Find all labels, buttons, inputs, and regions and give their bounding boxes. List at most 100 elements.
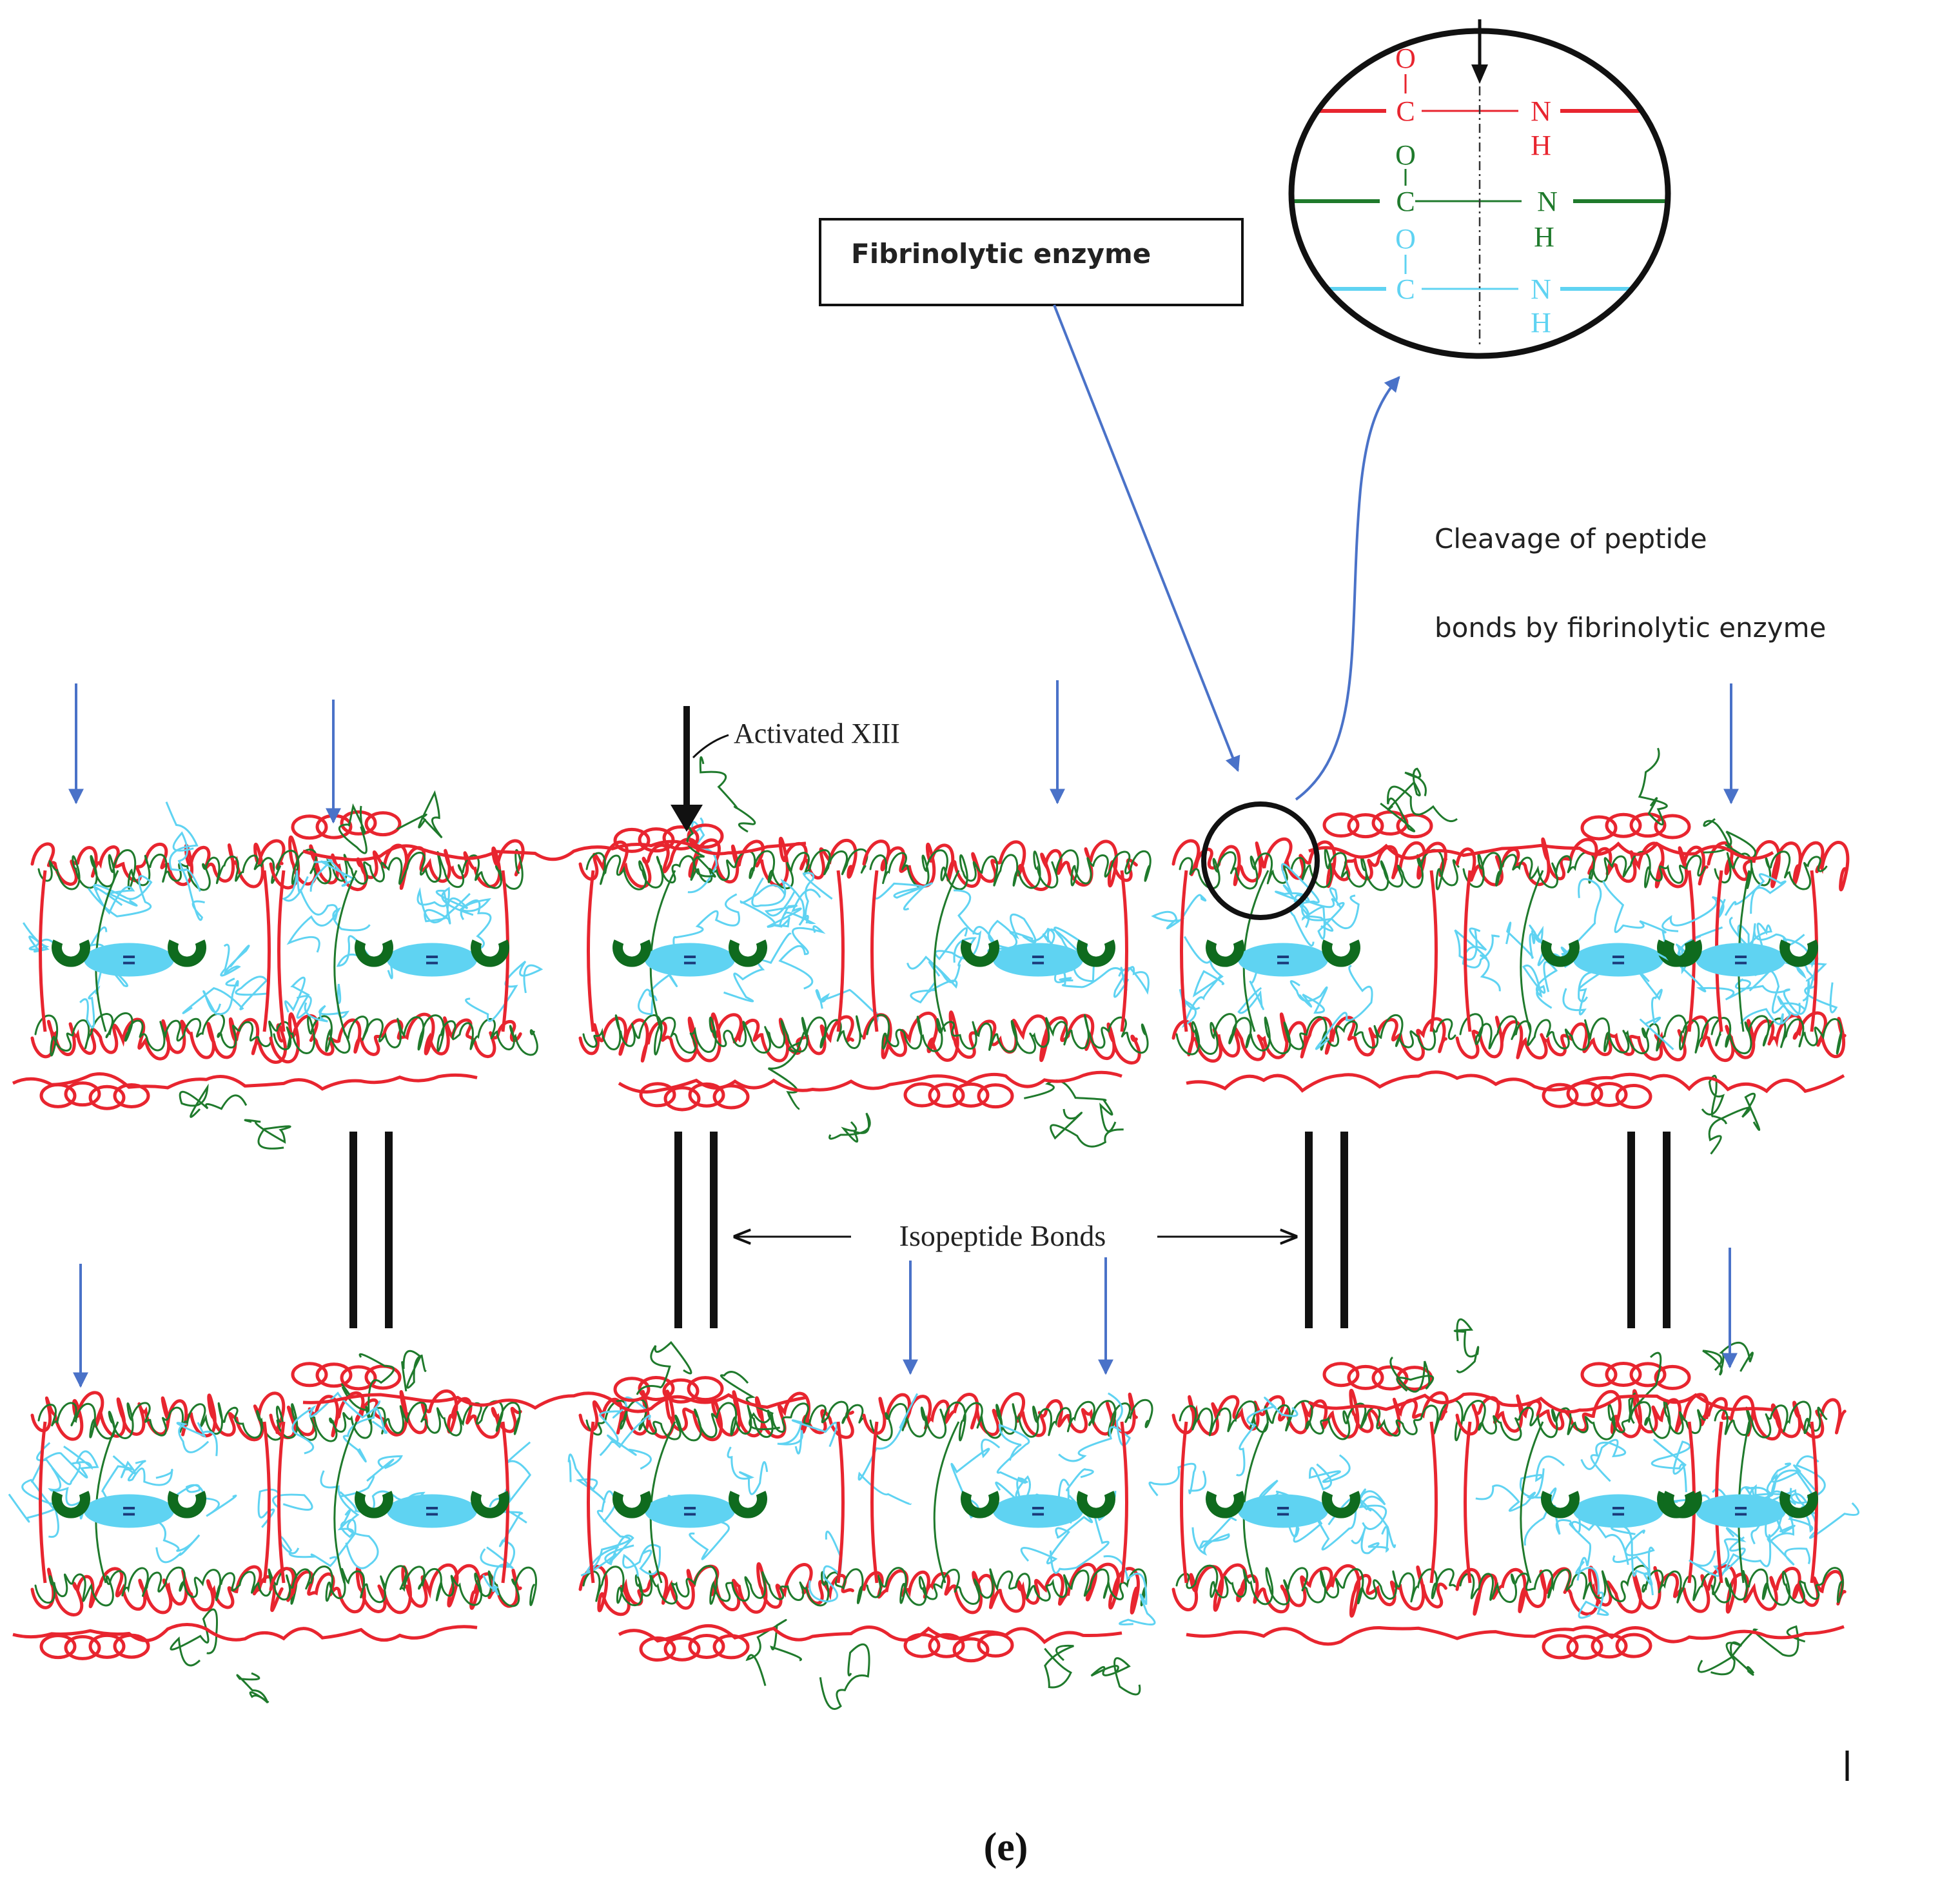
fibrin-strand-red (302, 839, 807, 862)
fibrin-strand-cyan (1113, 966, 1150, 998)
fibrin-tendril-green (745, 1619, 802, 1686)
fibrinogen-bead-chain (638, 1376, 675, 1402)
fibrin-strand-cyan (1462, 927, 1500, 968)
fibrin-strand-cyan (342, 1408, 388, 1463)
fibrin-strand-cyan (182, 976, 268, 1014)
fibrin-tendril-green (1702, 1341, 1754, 1376)
d-domain-blob (84, 943, 174, 977)
fibrin-strand-cyan (220, 943, 250, 977)
fibrin-strand-red (862, 1562, 1140, 1615)
fibrinogen-bead-chain (712, 1634, 750, 1660)
fibrin-strand-green (869, 1399, 1153, 1442)
fibrinogen-bead-chain (1605, 1361, 1642, 1387)
fibrin-tendril-green (1050, 1108, 1124, 1148)
fibrin-connector-green (333, 870, 358, 1032)
fibrin-strand-green (34, 1566, 298, 1607)
fibrinogen-bead-chain (1322, 1362, 1360, 1388)
fibrin-tendril-green (179, 1083, 248, 1118)
fibrin-strand-red (618, 1624, 1122, 1645)
fibrin-strand-cyan (1151, 894, 1207, 930)
fibrin-strand-cyan (279, 1536, 337, 1567)
fibrinogen-bead-chain (364, 1364, 402, 1390)
equals-sign: = (1031, 947, 1044, 973)
fibrin-connector-green (1520, 1421, 1544, 1584)
fibrin-strand-cyan (1058, 1392, 1131, 1462)
knob-hole-cup (1779, 939, 1818, 967)
zoom-pointer-arrow (1295, 376, 1400, 801)
fibrin-strand-cyan (950, 1438, 1001, 1519)
fibrin-strand-green (582, 1014, 863, 1056)
knob-hole-cup (355, 1491, 393, 1518)
fibrinogen-bead-chain (1629, 1362, 1667, 1388)
fibrin-strand-green (1710, 1015, 1843, 1055)
fibrin-strand-cyan (777, 1419, 838, 1455)
fibrin-strand-red (1707, 840, 1850, 892)
cleavage-site-group (1201, 376, 1400, 920)
fibrin-tendril-green (338, 803, 368, 854)
fibrin-strand-cyan (672, 893, 740, 955)
fibrinogen-bead-chain (663, 1636, 701, 1662)
fibrin-strand-green (866, 1014, 1149, 1054)
fibrinogen-bead-chain (1322, 812, 1360, 838)
fibrin-tendril-green (1389, 1356, 1435, 1393)
fibrin-strand-cyan (1661, 896, 1726, 932)
fibrinogen-bead-chain (113, 1083, 150, 1108)
fibrin-strand-cyan (1236, 1397, 1298, 1477)
fibrin-strand-cyan (764, 890, 798, 928)
fibrinogen-bead-chain (639, 1082, 676, 1108)
peptide-bond-zoom: O C N H O C N H O C N H (1288, 19, 1671, 359)
fibrin-strand-cyan (291, 1391, 381, 1455)
fibrin-tendril-green (1701, 1074, 1728, 1124)
equals-sign: = (122, 947, 135, 973)
fibrin-connector-red (1429, 870, 1438, 1032)
knob-hole-cup (52, 939, 90, 967)
fibrinogen-bead-chain (291, 814, 328, 840)
cleavage-site-circle (1201, 801, 1320, 920)
zoom-green-oxygen: O (1395, 139, 1416, 171)
fibrin-tendril-green (636, 1340, 692, 1395)
fibrinogen-bead-chain (688, 1082, 725, 1108)
fibrin-strand-red (1308, 1392, 1774, 1414)
knob-hole-cup (1779, 1491, 1818, 1518)
fibrin-strand-green (1714, 1400, 1828, 1438)
fibrin-connector-red (1464, 870, 1472, 1032)
fibrin-strand-cyan (567, 1453, 606, 1503)
enzyme-label: Fibrinolytic enzyme (851, 238, 1151, 270)
panel-label: (e) (984, 1825, 1028, 1869)
equals-sign: = (683, 1498, 696, 1524)
fibrin-strand-red (30, 1017, 287, 1064)
knob-hole-cup (1663, 939, 1702, 967)
fibrinogen-bead-chain (1542, 1083, 1579, 1108)
fibrin-strand-cyan (1553, 1504, 1629, 1566)
fibrin-strand-cyan (1624, 1529, 1655, 1596)
equals-sign: = (1276, 1498, 1289, 1524)
fibrin-strand-green (1714, 850, 1828, 890)
fibrinogen-bead-chain (639, 1636, 676, 1662)
fibrin-strand-cyan (1740, 996, 1807, 1025)
fibrin-tendril-green (170, 1608, 218, 1667)
fibrin-strand-cyan (1049, 1491, 1117, 1574)
fibrin-tendril-green (682, 818, 716, 878)
fibrin-strand-cyan (127, 1460, 173, 1486)
fibrin-connector-red (1120, 1421, 1128, 1584)
zoom-green-hydrogen: H (1534, 221, 1554, 253)
knob-hole-cup (1206, 939, 1244, 967)
knob-hole-cup (1322, 1491, 1360, 1518)
fibrin-strand-red (618, 1070, 1122, 1094)
fibrin-strand-cyan (622, 1544, 662, 1577)
zoom-red-carbon: C (1396, 95, 1415, 127)
fibrin-connector-red (1180, 1421, 1188, 1584)
fibrin-strand-cyan (202, 977, 239, 1016)
knob-hole-cup (1541, 1491, 1580, 1518)
fibrin-tendril-green (828, 1112, 871, 1143)
fibrin-strand-cyan (1191, 1511, 1237, 1556)
fibrin-strand-cyan (1638, 971, 1674, 1050)
fibrin-strand-cyan (1103, 1555, 1156, 1626)
knob-hole-cup (168, 1491, 206, 1518)
fibrin-tendril-green (1453, 1318, 1480, 1373)
fibrinogen-bead-chain (88, 1085, 126, 1110)
fibrin-tendril-green (767, 1032, 805, 1110)
fibrin-strand-cyan (1651, 1438, 1691, 1493)
fibrinogen-bead-chain (952, 1082, 990, 1108)
isopeptide-bond-group (349, 1132, 1671, 1328)
